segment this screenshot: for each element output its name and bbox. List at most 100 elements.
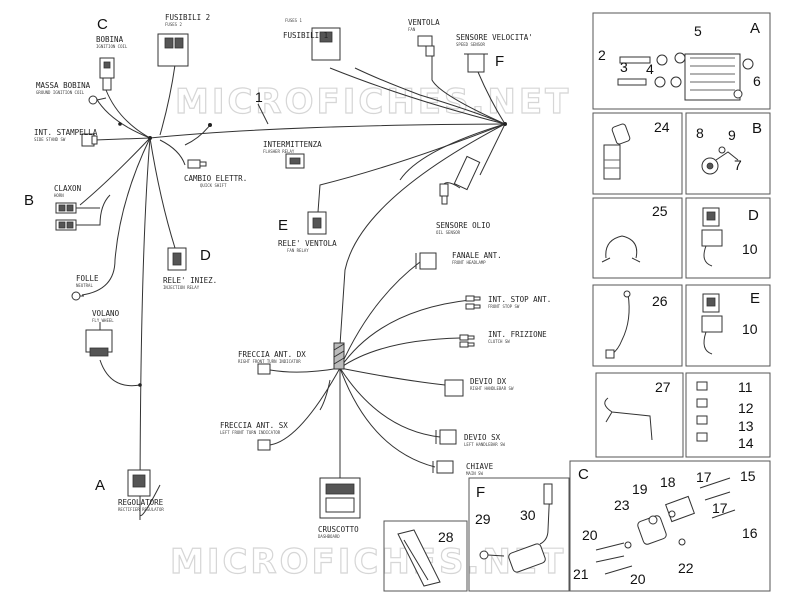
part-number: E xyxy=(750,290,760,307)
watermark-top: MICROFICHES.NET xyxy=(175,82,571,122)
part-number: 13 xyxy=(738,418,754,434)
label-letter-c-bobina: C xyxy=(97,16,108,33)
label-letter-f-sensor: F xyxy=(495,53,504,70)
part-number: 3 xyxy=(620,59,628,75)
bobina-connector xyxy=(99,57,115,91)
massa-bobina-label: MASSA BOBINA xyxy=(36,81,91,90)
part-number: 23 xyxy=(614,497,630,513)
claxon-connectors xyxy=(55,194,111,231)
cambio-label: CAMBIO ELETTR. xyxy=(184,174,247,183)
panel-a-letter: A xyxy=(750,20,760,37)
claxon-sub: HORN xyxy=(54,193,64,198)
part-number: 24 xyxy=(654,119,670,135)
bobina-label: BOBINA xyxy=(96,35,124,44)
part-number: 22 xyxy=(678,560,694,576)
ventola-connector xyxy=(417,35,435,57)
panel-c: C 17 15 18 19 23 17 16 20 20 21 22 xyxy=(569,460,771,592)
panel-24: 24 xyxy=(592,112,683,195)
int-stampella-sub: SIDE STAND SW xyxy=(34,137,66,142)
freccia-sx-connector xyxy=(257,439,271,451)
freccia-dx-label: FRECCIA ANT. DX xyxy=(238,350,306,359)
fusibili2-box xyxy=(157,33,189,67)
intermittenza-relay xyxy=(285,153,305,169)
sensore-olio-part xyxy=(439,155,481,205)
panel-28: 28 xyxy=(383,520,468,592)
regolatore-sub: RECTIFIER REGULATOR xyxy=(118,507,164,512)
chiave-label: CHIAVE xyxy=(466,462,494,471)
rele-ventola-part xyxy=(307,211,327,235)
part-number: 9 xyxy=(728,127,736,143)
folle-terminal xyxy=(71,291,84,301)
part-number: 7 xyxy=(734,157,742,173)
devio-sx-label: DEVIO SX xyxy=(464,433,501,442)
panel-fuses: 11 12 13 14 xyxy=(685,372,771,458)
main-harness xyxy=(79,55,506,521)
freccia-sx-sub: LEFT FRONT TURN INDICATOR xyxy=(220,430,281,435)
sensore-velocita-part xyxy=(464,53,488,73)
fusibili1-box xyxy=(311,27,341,61)
int-frizione-sub: CLUTCH SW xyxy=(488,339,510,344)
part-number: 20 xyxy=(630,571,646,587)
freccia-dx-sub: RIGHT FRONT TURN INDICATOR xyxy=(238,359,301,364)
part-number: 17 xyxy=(696,469,712,485)
part-number: F xyxy=(476,484,485,501)
claxon-label: CLAXON xyxy=(54,184,81,193)
part-number: 25 xyxy=(652,203,668,219)
int-stop-label: INT. STOP ANT. xyxy=(488,295,551,304)
part-number: 8 xyxy=(696,125,704,141)
fusibili2-sub: FUSES 2 xyxy=(165,22,182,27)
devio-dx-label: DEVIO DX xyxy=(470,377,507,386)
massa-bobina-sub: GROUND IGNITION COIL xyxy=(36,90,85,95)
part-number: 5 xyxy=(694,23,702,39)
chiave-sub: MAIN SW xyxy=(466,471,483,476)
folle-sub: NEUTRAL xyxy=(76,283,93,288)
ventola-sub: FAN xyxy=(408,27,416,32)
fanale-label: FANALE ANT. xyxy=(452,251,502,260)
devio-dx-sub: RIGHT HANDLEBAR SW xyxy=(470,386,514,391)
volano-connector xyxy=(85,322,113,357)
cambio-connector xyxy=(187,159,207,169)
part-number: 10 xyxy=(742,321,758,337)
intermittenza-label: INTERMITTENZA xyxy=(263,140,322,149)
part-number: 12 xyxy=(738,400,754,416)
int-stop-sub: FRONT STOP SW xyxy=(488,304,520,309)
part-number: 17 xyxy=(712,500,728,516)
fanale-connector xyxy=(415,252,437,270)
part-number: 19 xyxy=(632,481,648,497)
part-number: 14 xyxy=(738,435,754,451)
regolatore-connector xyxy=(127,469,151,497)
freccia-dx-connector xyxy=(257,363,271,375)
part-number: 20 xyxy=(582,527,598,543)
label-letter-d-rele: D xyxy=(200,247,211,264)
part-number: 6 xyxy=(753,73,761,89)
cruscotto-sub: DASHBOARD xyxy=(318,534,340,539)
part-number: 15 xyxy=(740,468,756,484)
part-number: 21 xyxy=(573,566,589,582)
rele-iniez-sub: INJECTION RELAY xyxy=(163,285,200,290)
harness-number: 1 xyxy=(255,89,263,105)
panel-b: B 8 9 7 xyxy=(685,112,771,195)
part-number: 11 xyxy=(738,379,753,395)
part-number: D xyxy=(748,207,759,224)
sensore-velocita-label: SENSORE VELOCITA' xyxy=(456,33,533,42)
part-number: 18 xyxy=(660,474,676,490)
devio-sx-sub: LEFT HANDLEBAR SW xyxy=(464,442,506,447)
massa-bobina-terminal xyxy=(88,95,107,105)
rele-ventola-sub: FAN RELAY xyxy=(287,248,309,253)
rele-iniez-part xyxy=(167,247,187,271)
folle-label: FOLLE xyxy=(76,274,99,283)
rele-iniez-label: RELE' INIEZ. xyxy=(163,276,217,285)
fanale-sub: FRONT HEADLAMP xyxy=(452,260,486,265)
label-letter-b-claxon: B xyxy=(24,192,34,209)
panel-27: 27 xyxy=(595,372,684,458)
label-letter-a-regolatore: A xyxy=(95,477,105,494)
intermittenza-sub: FLASHER RELAY xyxy=(263,149,295,154)
regolatore-label: REGOLATORE xyxy=(118,498,164,507)
sensore-olio-sub: OIL SENSOR xyxy=(436,230,461,235)
panel-f: F 29 30 xyxy=(468,477,570,592)
chiave-connector xyxy=(432,460,454,474)
cruscotto-label: CRUSCOTTO xyxy=(318,525,359,534)
part-number: C xyxy=(578,466,589,483)
part-number: 2 xyxy=(598,47,606,63)
